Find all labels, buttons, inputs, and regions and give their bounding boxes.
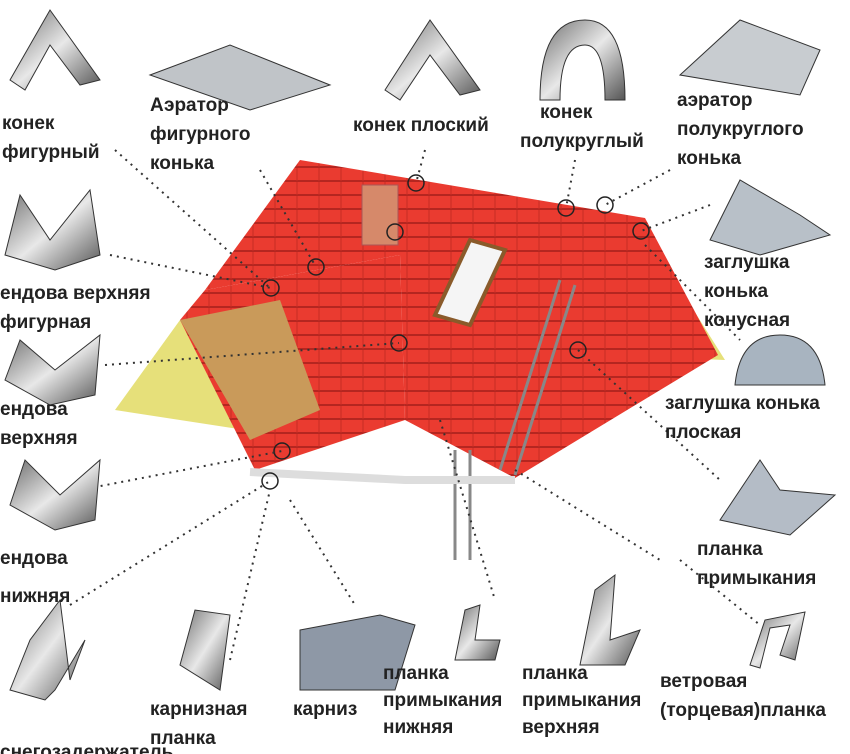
konek-ploskiy-part bbox=[384, 19, 481, 101]
konek-figurny-part bbox=[9, 9, 101, 91]
endova-nizhnyaya-part bbox=[9, 458, 101, 531]
planka-nizhnyaya-part bbox=[454, 604, 501, 661]
label-snegozaderzhatel: снегозадержатель bbox=[0, 742, 174, 754]
snegozaderzhatel-part bbox=[9, 598, 86, 701]
label-karniz: карниз bbox=[293, 699, 358, 720]
aerator-figurny-part bbox=[148, 44, 332, 111]
konek-polukrugly-part bbox=[539, 19, 626, 101]
gable-left bbox=[115, 320, 245, 430]
planka-verhnyaya-part bbox=[579, 573, 641, 666]
karniznaya-planka-part bbox=[179, 609, 231, 691]
planka-primykaniya-part bbox=[719, 459, 837, 536]
rafters bbox=[180, 300, 320, 440]
vetrovaya-part bbox=[749, 611, 806, 669]
chimney bbox=[361, 184, 399, 246]
label-vetrovaya-planka: ветровая(торцевая)планка bbox=[660, 671, 826, 721]
aerator-polukrugly-part bbox=[678, 19, 821, 96]
endova-verhnyaya-part bbox=[4, 333, 101, 406]
zaglushka-konusnaya-part bbox=[709, 179, 832, 256]
karniz-part bbox=[299, 614, 416, 691]
endova-verhnyaya-figurnaya-part bbox=[4, 188, 101, 271]
roof-window bbox=[432, 237, 508, 328]
zaglushka-ploskaya-part bbox=[734, 334, 826, 386]
gutter bbox=[249, 468, 515, 484]
label-konek-ploskiy: конек плоский bbox=[353, 115, 489, 136]
